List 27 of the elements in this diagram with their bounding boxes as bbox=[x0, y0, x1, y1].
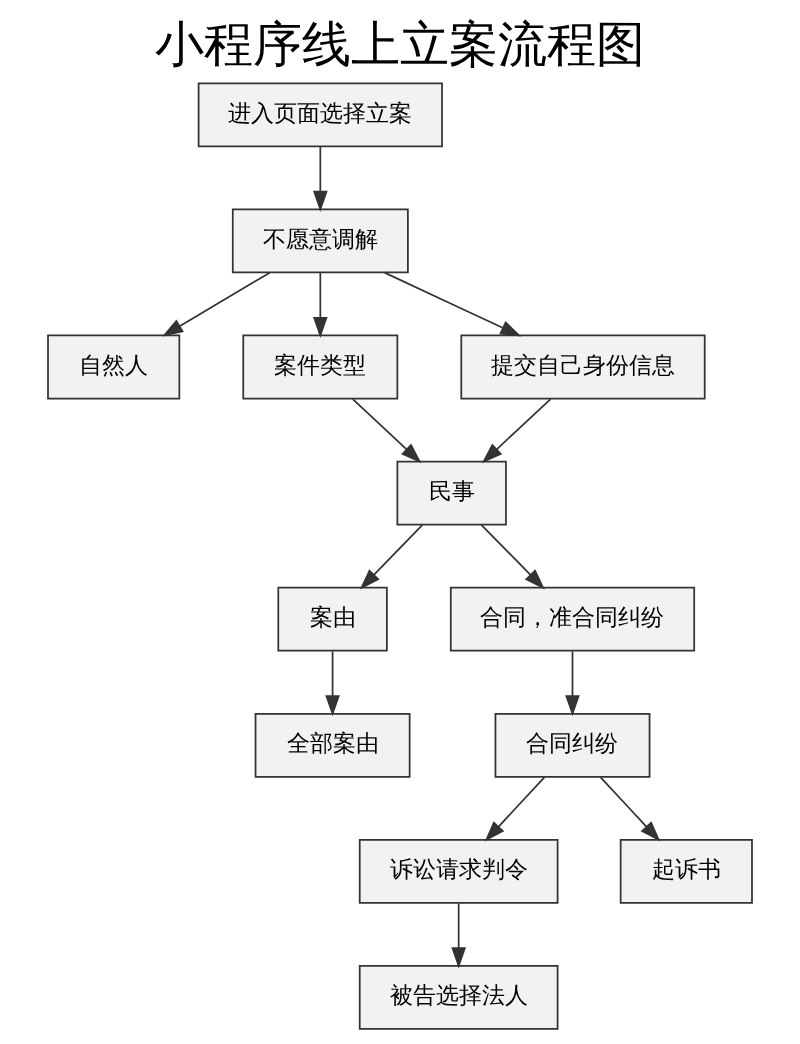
arrow bbox=[325, 650, 340, 717]
node-box: 进入页面选择立案 bbox=[197, 82, 443, 148]
arrow bbox=[481, 398, 552, 464]
node-box: 自然人 bbox=[47, 334, 181, 400]
arrow bbox=[599, 776, 661, 842]
arrow bbox=[312, 272, 328, 338]
node-box: 提交自己身份信息 bbox=[460, 334, 706, 400]
arrow bbox=[484, 776, 546, 842]
arrow bbox=[451, 902, 467, 969]
node-box: 合同，准合同纠纷 bbox=[449, 586, 696, 652]
node-box: 不愿意调解 bbox=[231, 208, 409, 274]
arrow bbox=[383, 271, 522, 337]
node-box: 案由 bbox=[277, 586, 388, 652]
arrow bbox=[565, 650, 580, 717]
arrow bbox=[480, 524, 545, 590]
arrow bbox=[359, 524, 424, 590]
arrow bbox=[312, 146, 328, 212]
node-box: 全部案由 bbox=[254, 712, 411, 778]
node-box: 合同纠纷 bbox=[494, 712, 651, 778]
diagram-title: 小程序线上立案流程图 bbox=[155, 15, 645, 74]
arrow bbox=[351, 398, 422, 464]
arrow bbox=[162, 271, 271, 337]
node-box: 起诉书 bbox=[619, 838, 753, 904]
node-box: 案件类型 bbox=[242, 334, 399, 400]
node-box: 民事 bbox=[396, 460, 507, 526]
node-box: 被告选择法人 bbox=[358, 965, 559, 1030]
node-box: 诉讼请求判令 bbox=[358, 838, 559, 904]
